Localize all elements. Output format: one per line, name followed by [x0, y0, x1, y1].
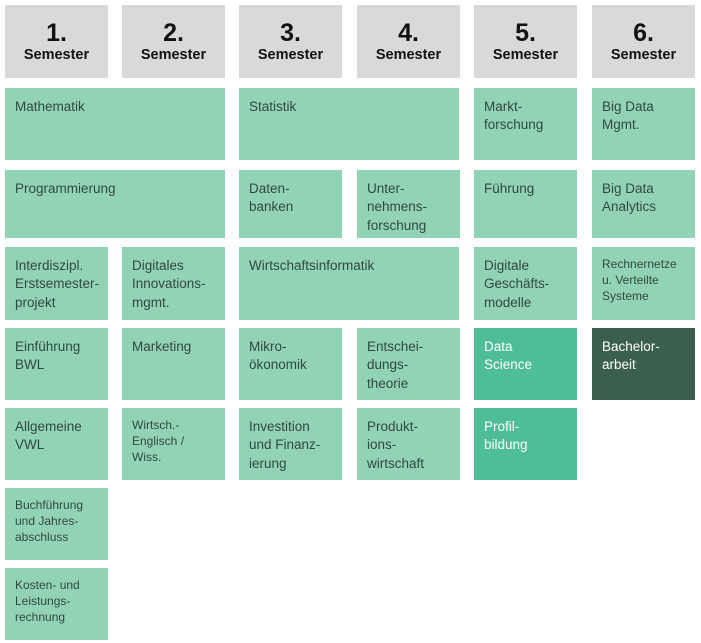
semester-header-2: 2.Semester	[122, 5, 225, 78]
module-box[interactable]: Mikro- ökonomik	[239, 328, 342, 400]
semester-word: Semester	[492, 46, 559, 63]
semester-word: Semester	[140, 46, 207, 63]
module-box[interactable]: Markt- forschung	[474, 88, 577, 160]
module-box[interactable]: Produkt- ions- wirtschaft	[357, 408, 460, 480]
module-box[interactable]: Daten- banken	[239, 170, 342, 238]
module-box[interactable]: Kosten- und Leistungs- rechnung	[5, 568, 108, 640]
module-box[interactable]: Führung	[474, 170, 577, 238]
semester-number: 1.	[46, 19, 67, 48]
module-box[interactable]: Wirtsch.- Englisch / Wiss.	[122, 408, 225, 480]
module-box[interactable]: Allgemeine VWL	[5, 408, 108, 480]
semester-header-1: 1.Semester	[5, 5, 108, 78]
module-box[interactable]: Profil- bildung	[474, 408, 577, 480]
module-box[interactable]: Entschei- dungs- theorie	[357, 328, 460, 400]
semester-header-5: 5.Semester	[474, 5, 577, 78]
semester-word: Semester	[610, 46, 677, 63]
semester-word: Semester	[257, 46, 324, 63]
module-box[interactable]: Buchführung und Jahres- abschluss	[5, 488, 108, 560]
semester-header-4: 4.Semester	[357, 5, 460, 78]
module-box[interactable]: Data Science	[474, 328, 577, 400]
module-box[interactable]: Wirtschaftsinformatik	[239, 247, 459, 320]
module-box[interactable]: Programmierung	[5, 170, 225, 238]
module-box[interactable]: Big Data Mgmt.	[592, 88, 695, 160]
semester-word: Semester	[23, 46, 90, 63]
module-box[interactable]: Interdiszipl. Erstsemester- projekt	[5, 247, 108, 320]
module-box[interactable]: Statistik	[239, 88, 459, 160]
module-box[interactable]: Unter- nehmens- forschung	[357, 170, 460, 238]
semester-number: 6.	[633, 19, 654, 48]
module-box[interactable]: Digitales Innovations- mgmt.	[122, 247, 225, 320]
module-box[interactable]: Big Data Analytics	[592, 170, 695, 238]
semester-number: 5.	[515, 19, 536, 48]
module-box[interactable]: Einführung BWL	[5, 328, 108, 400]
semester-number: 4.	[398, 19, 419, 48]
semester-word: Semester	[375, 46, 442, 63]
module-box[interactable]: Mathematik	[5, 88, 225, 160]
module-box[interactable]: Investition und Finanz- ierung	[239, 408, 342, 480]
module-box[interactable]: Marketing	[122, 328, 225, 400]
semester-header-6: 6.Semester	[592, 5, 695, 78]
semester-number: 2.	[163, 19, 184, 48]
semester-number: 3.	[280, 19, 301, 48]
module-box[interactable]: Bachelor- arbeit	[592, 328, 695, 400]
module-box[interactable]: Rechnernetze u. Verteilte Systeme	[592, 247, 695, 320]
semester-header-3: 3.Semester	[239, 5, 342, 78]
module-box[interactable]: Digitale Geschäfts- modelle	[474, 247, 577, 320]
